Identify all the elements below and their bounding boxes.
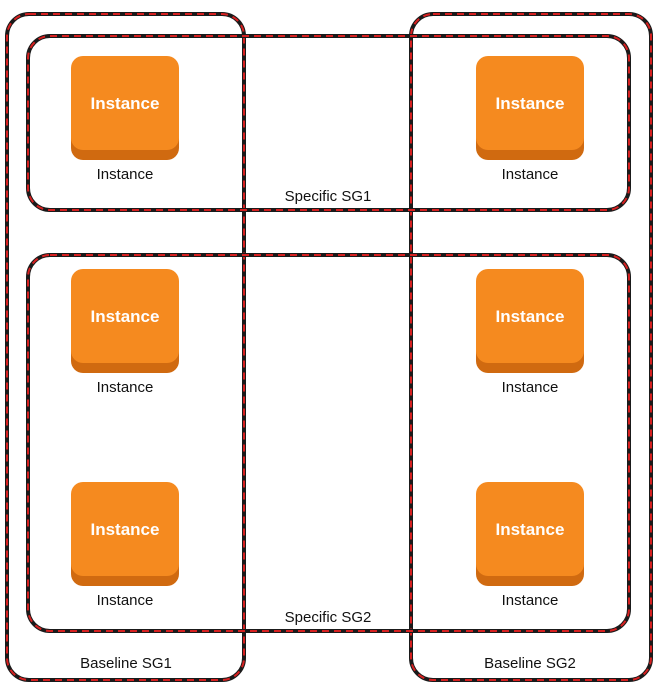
instance-icon-text: Instance	[496, 94, 565, 113]
instance-icon-text: Instance	[91, 94, 160, 113]
baseline-sg2-label: Baseline SG2	[484, 655, 576, 672]
instance-caption: Instance	[97, 379, 154, 396]
specific-sg2-label: Specific SG2	[285, 609, 372, 626]
instance-top-left: Instance Instance	[71, 56, 179, 183]
instance-middle-right: Instance Instance	[476, 269, 584, 396]
baseline-sg1-group	[5, 12, 246, 682]
instance-top-right: Instance Instance	[476, 56, 584, 183]
instance-caption: Instance	[502, 166, 559, 183]
instance-icon-text: Instance	[496, 307, 565, 326]
instance-caption: Instance	[502, 379, 559, 396]
specific-sg1-group	[26, 34, 631, 212]
instance-bottom-left: Instance Instance	[71, 482, 179, 609]
specific-sg2-group	[26, 253, 631, 633]
baseline-sg2-group	[409, 12, 653, 682]
baseline-sg1-label: Baseline SG1	[80, 655, 172, 672]
specific-sg1-label: Specific SG1	[285, 188, 372, 205]
instance-middle-left: Instance Instance	[71, 269, 179, 396]
instance-icon-text: Instance	[91, 520, 160, 539]
instance-caption: Instance	[97, 592, 154, 609]
instance-icon-text: Instance	[496, 520, 565, 539]
instance-bottom-right: Instance Instance	[476, 482, 584, 609]
instance-caption: Instance	[502, 592, 559, 609]
instance-caption: Instance	[97, 166, 154, 183]
instance-icon-text: Instance	[91, 307, 160, 326]
